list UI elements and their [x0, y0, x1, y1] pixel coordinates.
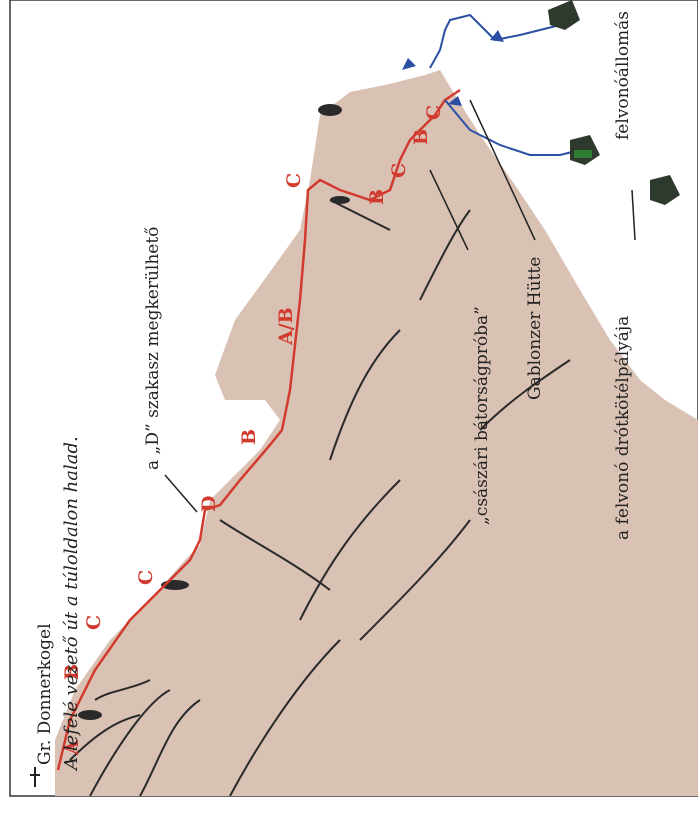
route-grade-label: B — [366, 189, 388, 205]
route-grade-label: B — [238, 429, 260, 445]
route-grade-label: A/B — [275, 307, 297, 346]
route-grade-label: C — [388, 163, 410, 178]
descent-note: A lefelé vezető út a túloldalon halad. — [61, 436, 82, 772]
route-grade-label: B — [410, 129, 432, 145]
hut-label: Gablonzer Hütte — [525, 257, 545, 400]
route-grade-label: C — [423, 105, 445, 120]
cable-car-label: a felvonó drótkötélpályája — [613, 316, 633, 540]
station-marker — [574, 150, 592, 158]
station-label: felvonóállomás — [613, 11, 633, 140]
imperial-trial-note: „császári bátorságpróba” — [472, 306, 492, 525]
route-grade-label: C — [83, 615, 105, 630]
route-grade-label: C — [283, 173, 305, 188]
summit-label: Gr. Donnerkogel — [35, 623, 55, 765]
route-grade-label: C — [135, 570, 157, 585]
route-grade-label: D — [198, 496, 220, 512]
bypass-note: a „D” szakasz megkerülhető — [143, 227, 163, 470]
